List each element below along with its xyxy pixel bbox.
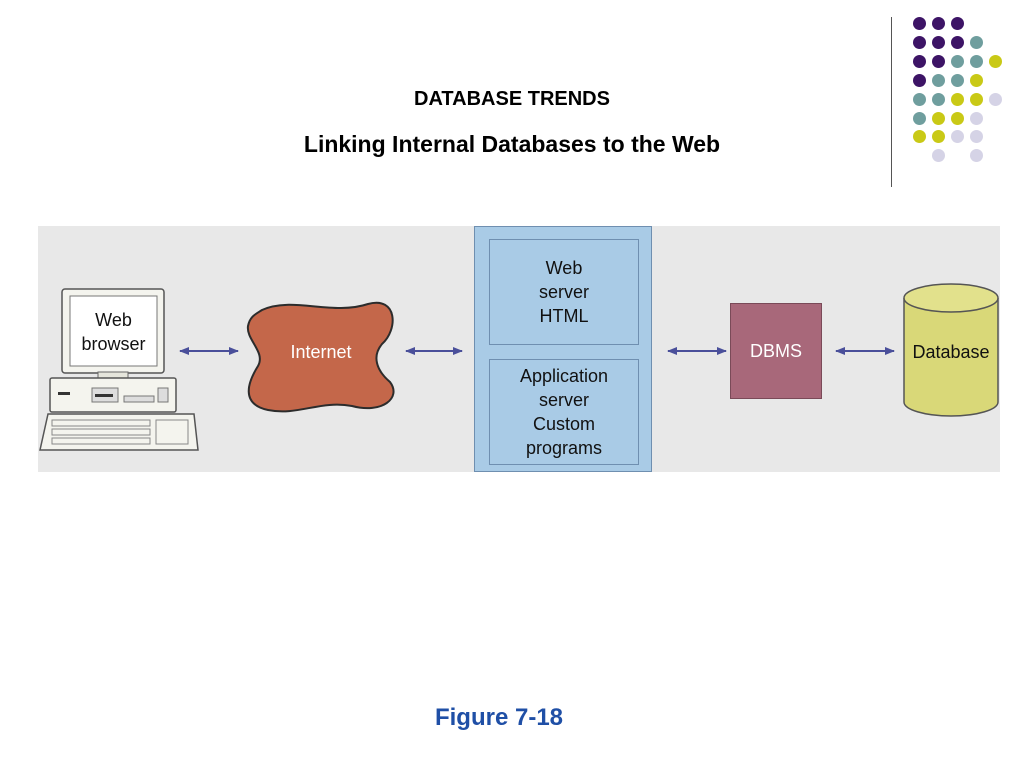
web-server-box: Web server HTML [489, 239, 639, 345]
server-column: Web server HTML Application server Custo… [474, 226, 652, 472]
decorative-dot [989, 55, 1002, 68]
decorative-dot [951, 55, 964, 68]
decorative-dot [932, 74, 945, 87]
decorative-dot [913, 130, 926, 143]
decorative-dot [951, 112, 964, 125]
decorative-dot [970, 130, 983, 143]
web-server-label: Web server HTML [538, 258, 589, 326]
dbms-box: DBMS [730, 303, 822, 399]
decorative-dot [970, 36, 983, 49]
web-browser-label: Web browser [81, 310, 146, 354]
decorative-dot [932, 112, 945, 125]
decorative-dot [951, 17, 964, 30]
decorative-dot [970, 149, 983, 162]
application-server-box: Application server Custom programs [489, 359, 639, 465]
figure-caption: Figure 7-18 [434, 704, 564, 731]
decorative-dot [970, 74, 983, 87]
decorative-dot [913, 112, 926, 125]
section-title: DATABASE TRENDS [414, 88, 610, 110]
computer-icon [39, 288, 199, 451]
decorative-dot [913, 93, 926, 106]
decorative-dot [932, 17, 945, 30]
dbms-label: DBMS [749, 340, 802, 361]
decorative-dot [913, 74, 926, 87]
decorative-dot [951, 130, 964, 143]
internet-cloud-shape [246, 301, 395, 413]
database-cylinder [903, 283, 999, 417]
application-server-label: Application server Custom programs [519, 366, 609, 458]
decorative-dot [970, 112, 983, 125]
decorative-dot [913, 17, 926, 30]
decorative-dot [932, 93, 945, 106]
decorative-dot [932, 130, 945, 143]
decorative-dot [989, 93, 1002, 106]
decorative-dot [932, 55, 945, 68]
decorative-dot [951, 93, 964, 106]
decorative-dot [970, 93, 983, 106]
database-label: Database [912, 342, 990, 362]
decorative-dot [932, 149, 945, 162]
title-divider-line [891, 17, 892, 187]
internet-label: Internet [290, 342, 352, 362]
decorative-dot [913, 55, 926, 68]
decorative-dot [932, 36, 945, 49]
decorative-dot [951, 36, 964, 49]
decorative-dot [913, 36, 926, 49]
slide-title: Linking Internal Databases to the Web [303, 131, 721, 157]
decorative-dot-grid [0, 0, 1024, 200]
decorative-dot [951, 74, 964, 87]
decorative-dot [970, 55, 983, 68]
